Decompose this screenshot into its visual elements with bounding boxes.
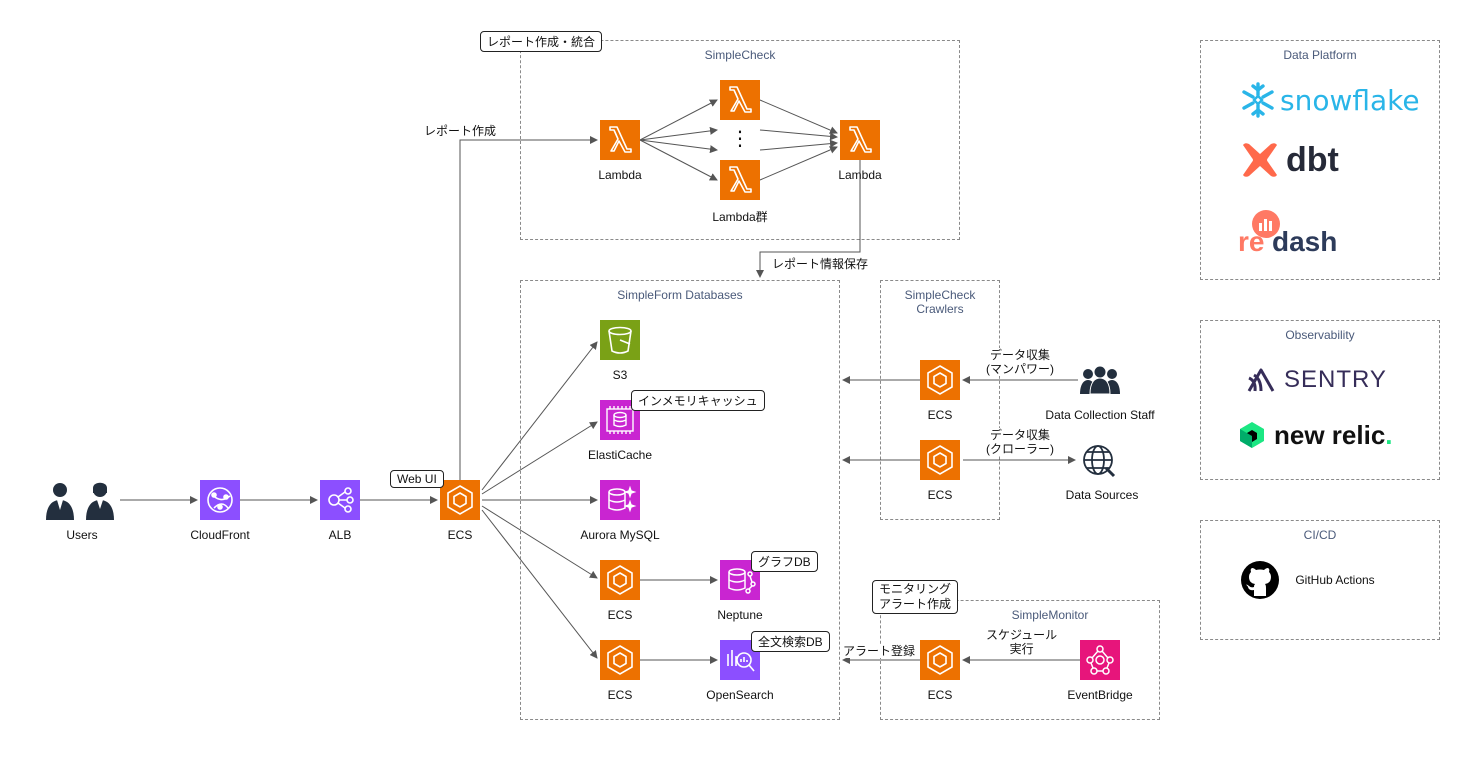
edge-label-alert-register: アラート登録 (843, 644, 916, 658)
lambda-group-label: Lambda群 (712, 210, 768, 224)
edge-label-collect-crawler: データ収集 (クローラー) (986, 428, 1054, 456)
edge-ecs-ecsneptune (481, 505, 598, 579)
ecs-crawler1-icon (920, 360, 960, 400)
lambda-group-dots: ⋮ (730, 128, 750, 150)
group-crawlers: SimpleCheck Crawlers (880, 280, 1000, 520)
group-title: SimpleMonitor (1011, 608, 1089, 622)
elasticache-label: ElastiCache (587, 448, 653, 462)
redash-wordmark-re: re (1238, 226, 1265, 257)
edge-group4-lambda (759, 146, 838, 181)
edge-label-report-create: レポート作成 (424, 124, 497, 138)
edge-label-report-save: レポート情報保存 (772, 257, 869, 271)
github-icon (1241, 561, 1279, 599)
newrelic-icon (1240, 422, 1264, 448)
edge-lambda-databases (756, 160, 861, 278)
newrelic-logo: new relic . (1238, 418, 1393, 452)
alb-icon (320, 480, 360, 520)
redash-wordmark-dash: dash (1272, 226, 1338, 257)
eventbridge-label: EventBridge (1067, 688, 1133, 702)
dbt-icon (1243, 143, 1277, 177)
note-monitoring: モニタリング アラート作成 (872, 580, 959, 614)
edge-lambda-group2 (639, 126, 718, 141)
group-observability: Observability (1200, 320, 1440, 480)
group-title: Data Platform (1283, 48, 1357, 62)
note-report-integration: レポート作成・統合 (480, 31, 603, 52)
edge-lambda-group4 (639, 139, 718, 181)
cloudfront-label: CloudFront (190, 528, 250, 542)
ecs-crawler2-label: ECS (927, 488, 953, 502)
lambda-group-top-icon (720, 80, 760, 120)
edge-label-collect-manual: データ収集 (マンパワー) (986, 348, 1054, 376)
ecs-crawler1-label: ECS (927, 408, 953, 422)
newrelic-wordmark: new relic (1274, 419, 1386, 450)
snowflake-wordmark: snowflake (1280, 83, 1420, 117)
cloudfront-icon (200, 480, 240, 520)
group-title: SimpleForm Databases (617, 288, 743, 302)
group-title: SimpleCheck Crawlers (904, 288, 976, 316)
group-title: SimpleCheck (704, 48, 776, 62)
group-title: Observability (1285, 328, 1355, 342)
lambda-group-bottom-icon (720, 160, 760, 200)
users-label: Users (66, 528, 98, 542)
dbt-wordmark: dbt (1286, 140, 1339, 179)
snowflake-logo: snowflake (1240, 80, 1420, 120)
note-web-ui: Web UI (390, 470, 444, 488)
sentry-wordmark: SENTRY (1284, 366, 1387, 393)
lambda-in-label: Lambda (598, 168, 642, 182)
ecs-main-icon (440, 480, 480, 520)
sentry-logo: SENTRY (1246, 364, 1387, 396)
group-data-platform: Data Platform (1200, 40, 1440, 280)
users-icon (46, 482, 114, 520)
group-cicd: CI/CD (1200, 520, 1440, 640)
group-simplecheck: SimpleCheck (520, 40, 960, 240)
lambda-out-label: Lambda (838, 168, 882, 182)
edge-group1-lambda (759, 99, 838, 134)
ecs-monitor-label: ECS (927, 688, 953, 702)
lambda-out-icon (840, 120, 880, 160)
group-monitor: SimpleMonitor (880, 600, 1160, 720)
note-fulltext-db: 全文検索DB (751, 631, 830, 652)
snowflake-icon (1242, 82, 1274, 118)
edge-group2-lambda (759, 129, 838, 141)
dbt-logo: dbt (1240, 140, 1339, 180)
edge-ecs-ecsopensearch (481, 509, 598, 659)
data-sources-label: Data Sources (1065, 488, 1139, 502)
edge-group3-lambda (759, 139, 838, 151)
redash-icon (1252, 210, 1280, 238)
ecs-opensearch-label: ECS (607, 688, 633, 702)
edge-lambda-group1 (639, 99, 718, 141)
s3-icon (600, 320, 640, 360)
newrelic-dot: . (1385, 419, 1393, 450)
eventbridge-icon (1080, 640, 1120, 680)
ecs-crawler2-icon (920, 440, 960, 480)
edge-ecs-elasticache (481, 421, 598, 495)
opensearch-label: OpenSearch (706, 688, 774, 702)
note-in-memory-cache: インメモリキャッシュ (631, 390, 765, 411)
ecs-neptune-icon (600, 560, 640, 600)
ecs-neptune-label: ECS (607, 608, 633, 622)
aurora-icon (600, 480, 640, 520)
edge-ecs-s3 (481, 341, 598, 491)
alb-label: ALB (328, 528, 352, 542)
redash-logo: re dash (1238, 208, 1338, 262)
lambda-in-icon (600, 120, 640, 160)
edge-lambda-group3 (639, 139, 718, 154)
staff-label: Data Collection Staff (1045, 408, 1155, 422)
group-title: CI/CD (1303, 528, 1337, 542)
ecs-monitor-icon (920, 640, 960, 680)
staff-icon (1080, 366, 1120, 394)
s3-label: S3 (612, 368, 628, 382)
github-actions-label: GitHub Actions (1295, 573, 1375, 587)
globe-icon (1083, 445, 1116, 478)
ecs-opensearch-icon (600, 640, 640, 680)
note-graph-db: グラフDB (751, 551, 818, 572)
sentry-icon (1247, 368, 1275, 392)
aurora-label: Aurora MySQL (580, 528, 660, 542)
neptune-label: Neptune (717, 608, 763, 622)
ecs-main-label: ECS (447, 528, 473, 542)
edge-ecs-lambda (459, 136, 598, 480)
edge-label-schedule: スケジュール 実行 (986, 628, 1058, 656)
group-databases: SimpleForm Databases (520, 280, 840, 720)
